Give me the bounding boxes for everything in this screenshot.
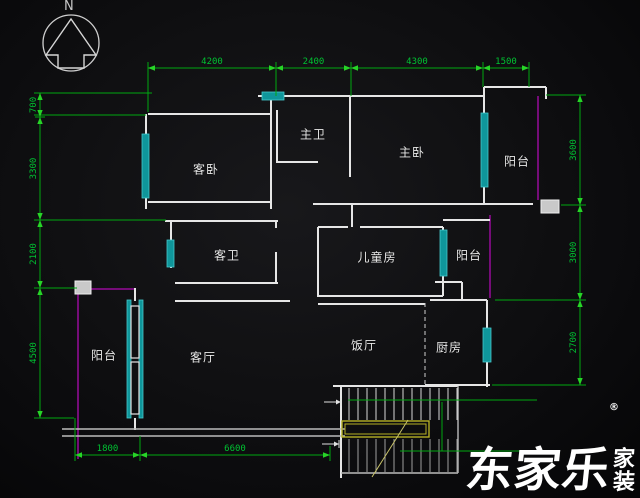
watermark-logo: 东家乐 ® 家 装 bbox=[463, 402, 639, 498]
dimension-arrow-icon bbox=[351, 65, 358, 71]
dimension-arrow-icon bbox=[483, 65, 490, 71]
window bbox=[141, 133, 150, 199]
dimension-arrow-icon bbox=[323, 452, 330, 458]
room-label-kitchen: 厨房 bbox=[435, 340, 463, 355]
watermark-side-block: ® 家 装 bbox=[609, 402, 639, 495]
dimension-arrow-icon bbox=[577, 300, 583, 307]
dimension-arrow-icon bbox=[522, 65, 529, 71]
dimension-arrow-icon bbox=[37, 110, 43, 117]
room-label-balcony-top-right: 阳台 bbox=[503, 154, 531, 169]
dimension-label: 4500 bbox=[29, 342, 39, 364]
watermark-sub-top: 家 bbox=[612, 446, 636, 472]
dimension-label: 700 bbox=[29, 97, 39, 113]
window bbox=[480, 112, 489, 188]
room-label-dining-room: 饭厅 bbox=[350, 338, 378, 353]
stair-arrowhead-icon bbox=[334, 441, 339, 447]
dimension-arrow-icon bbox=[37, 117, 43, 124]
dimension-label: 3300 bbox=[29, 158, 39, 180]
dimension-arrow-icon bbox=[37, 281, 43, 288]
north-arrow-icon bbox=[44, 17, 98, 69]
dimension-arrow-icon bbox=[577, 293, 583, 300]
dimension-arrow-icon bbox=[140, 452, 147, 458]
dimension-arrow-icon bbox=[37, 93, 43, 100]
stair-break-line bbox=[371, 419, 409, 478]
dimension-arrow-icon bbox=[276, 65, 283, 71]
dimension-label: 4300 bbox=[406, 57, 428, 67]
sliding-door-panel bbox=[130, 361, 140, 415]
column-marker bbox=[540, 199, 560, 214]
dimension-arrow-icon bbox=[344, 65, 351, 71]
dimension-label: 2100 bbox=[29, 243, 39, 265]
room-label-guest-bath: 客卫 bbox=[213, 248, 241, 263]
dimension-arrow-icon bbox=[269, 65, 276, 71]
room-label-master-bath: 主卫 bbox=[299, 127, 327, 142]
window bbox=[261, 91, 285, 101]
dimension-arrow-icon bbox=[37, 288, 43, 295]
room-label-guest-bedroom: 客卧 bbox=[192, 162, 220, 177]
compass-circle bbox=[42, 14, 100, 72]
dimension-label: 1800 bbox=[97, 444, 119, 454]
room-label-living-room: 客厅 bbox=[189, 350, 217, 365]
room-label-kids-room: 儿童房 bbox=[357, 250, 397, 265]
dimension-label: 3000 bbox=[569, 242, 579, 264]
window bbox=[126, 299, 132, 419]
dimension-arrow-icon bbox=[133, 452, 140, 458]
window bbox=[482, 327, 492, 363]
dimension-arrow-icon bbox=[148, 65, 155, 71]
dimension-arrow-icon bbox=[577, 95, 583, 102]
window bbox=[138, 299, 144, 419]
north-compass-icon bbox=[42, 14, 100, 72]
dimension-label: 6600 bbox=[224, 444, 246, 454]
room-label-balcony-mid-right: 阳台 bbox=[455, 248, 483, 263]
stair-landing-inner bbox=[344, 423, 427, 435]
room-label-master-bedroom: 主卧 bbox=[398, 145, 426, 160]
dimension-label: 2700 bbox=[569, 332, 579, 354]
dimension-label: 2400 bbox=[303, 57, 325, 67]
watermark-sub-bottom: 装 bbox=[612, 469, 636, 495]
dimension-arrow-icon bbox=[577, 378, 583, 385]
compass-north-label: N bbox=[64, 0, 74, 14]
dimension-label: 1500 bbox=[495, 57, 517, 67]
dimension-arrow-icon bbox=[476, 65, 483, 71]
dimension-arrow-icon bbox=[37, 213, 43, 220]
dimension-arrow-icon bbox=[577, 198, 583, 205]
watermark-main-text: 东家乐 bbox=[463, 443, 613, 498]
dimension-arrow-icon bbox=[37, 411, 43, 418]
dimension-arrow-icon bbox=[37, 220, 43, 227]
window bbox=[439, 229, 448, 277]
room-label-balcony-bottom-left: 阳台 bbox=[90, 348, 118, 363]
dimension-arrow-icon bbox=[577, 205, 583, 212]
dimension-label: 3600 bbox=[569, 139, 579, 161]
dimension-arrow-icon bbox=[75, 452, 82, 458]
stair-landing-outer bbox=[341, 420, 430, 438]
dimension-label: 4200 bbox=[201, 57, 223, 67]
sliding-door-panel bbox=[130, 305, 140, 359]
column-marker bbox=[74, 280, 92, 295]
registered-mark-icon: ® bbox=[609, 401, 619, 413]
window bbox=[166, 239, 175, 268]
stair-arrowhead-icon bbox=[336, 399, 341, 405]
